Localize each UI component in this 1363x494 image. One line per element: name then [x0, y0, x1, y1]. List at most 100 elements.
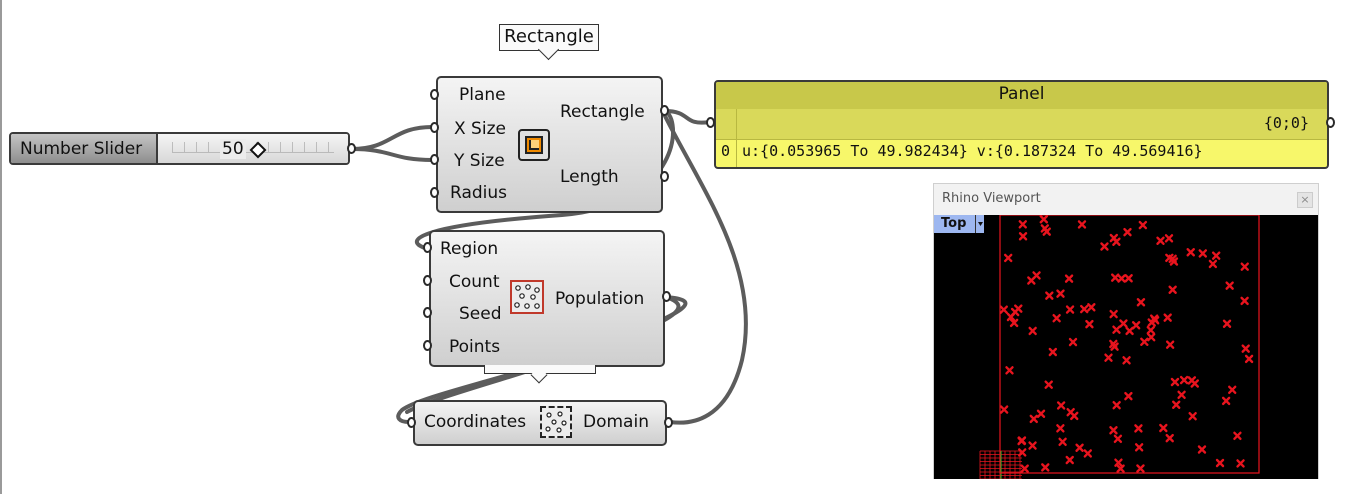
population-point	[1208, 259, 1218, 269]
wire-rect-panel	[663, 109, 712, 125]
slider-output-port[interactable]	[347, 143, 356, 154]
population-point	[1018, 220, 1027, 229]
panel-header[interactable]: Panel	[716, 82, 1327, 111]
rect-in-ysize-port[interactable]	[430, 154, 439, 165]
rect-in-radius-port[interactable]	[430, 187, 439, 198]
population-point	[1215, 458, 1225, 468]
rect-out-rectangle-port[interactable]	[660, 105, 669, 116]
population-point	[1177, 390, 1186, 400]
viewport-canvas[interactable]: Top	[934, 215, 1318, 479]
population-point	[1134, 424, 1143, 433]
panel-title: Panel	[998, 84, 1045, 104]
population-point	[999, 305, 1008, 314]
population-point	[1140, 337, 1149, 346]
population-point	[1048, 347, 1058, 357]
population-point	[1122, 356, 1131, 365]
number-slider[interactable]: Number Slider 50	[9, 132, 350, 165]
panel[interactable]: Panel {0;0} 0 u:{0.053965 To 49.982434} …	[714, 80, 1329, 169]
viewport-tab-top[interactable]: Top	[934, 215, 984, 233]
rectangle-icon	[518, 129, 550, 161]
population-point	[1186, 248, 1195, 257]
population-point	[1164, 234, 1174, 243]
dom-out-domain-port[interactable]	[664, 417, 673, 428]
domain-component[interactable]: Coordinates Domain	[413, 400, 667, 446]
population-point	[1087, 303, 1096, 312]
population-point	[1003, 253, 1013, 263]
population-point	[1056, 289, 1065, 298]
population-point	[1018, 232, 1028, 241]
rectangle-component[interactable]: Plane X Size Y Size Radius Rectangle Len…	[436, 76, 663, 213]
population-point	[1228, 385, 1237, 395]
population-point	[1100, 242, 1109, 251]
population-point	[1136, 464, 1145, 473]
rhino-viewport-window[interactable]: Rhino Viewport × Top	[933, 183, 1319, 479]
output-population: Population	[555, 289, 645, 309]
viewport-view-name: Top	[941, 216, 967, 231]
panel-index: 0	[721, 142, 731, 160]
population-point	[1109, 426, 1118, 435]
panel-input-port[interactable]	[706, 117, 715, 128]
populate-component[interactable]: Region Count Seed Points Population	[429, 230, 665, 367]
population-point	[1052, 313, 1061, 323]
viewport-dropdown-icon[interactable]	[975, 215, 985, 233]
pop-in-seed-port[interactable]	[423, 307, 432, 318]
pop-in-count-port[interactable]	[423, 275, 432, 286]
population-point	[1113, 434, 1123, 444]
population-point	[1163, 313, 1172, 322]
domain-icon	[540, 406, 572, 438]
pop-out-population-port[interactable]	[662, 291, 671, 302]
population-point	[1134, 443, 1144, 452]
tooltip-rectangle-label: Rectangle	[504, 26, 594, 47]
population-point	[1018, 448, 1027, 457]
population-point	[1028, 326, 1037, 336]
panel-content: u:{0.053965 To 49.982434} v:{0.187324 To…	[742, 142, 1203, 160]
viewport-close-icon[interactable]: ×	[1297, 192, 1313, 208]
population-point	[1045, 291, 1054, 300]
output-length: Length	[560, 167, 619, 187]
population-point	[1225, 281, 1234, 290]
population-point	[1221, 396, 1231, 406]
population-point	[1165, 433, 1174, 443]
population-point	[1117, 274, 1126, 283]
population-point	[1041, 463, 1050, 472]
panel-path: {0;0}	[1263, 114, 1309, 132]
panel-path-row: {0;0}	[716, 109, 1327, 140]
slider-track[interactable]: 50	[158, 134, 348, 163]
pop-in-region-port[interactable]	[423, 242, 432, 253]
population-point	[999, 405, 1009, 414]
population-point	[1077, 220, 1087, 229]
panel-output-port[interactable]	[1326, 117, 1335, 128]
population-point	[1168, 285, 1177, 294]
population-point	[1236, 459, 1245, 468]
slider-value: 50	[220, 139, 246, 159]
population-point	[1112, 400, 1121, 410]
population-point	[1080, 304, 1089, 314]
population-point	[1032, 271, 1041, 280]
population-point	[1110, 273, 1120, 282]
population-point	[1222, 319, 1232, 328]
viewport-geometry	[979, 215, 1260, 479]
input-count: Count	[449, 272, 500, 292]
input-x-size: X Size	[454, 119, 506, 139]
population-point	[1169, 257, 1179, 266]
population-point	[1066, 407, 1075, 417]
population-point	[1109, 309, 1118, 319]
wire-slider-ysize	[350, 147, 434, 162]
population-point	[1138, 220, 1148, 230]
rect-in-plane-port[interactable]	[430, 89, 439, 100]
population-point	[1125, 326, 1134, 336]
population-point	[1017, 436, 1026, 446]
pop-in-points-port[interactable]	[423, 340, 432, 351]
rect-in-xsize-port[interactable]	[430, 122, 439, 133]
population-point	[1006, 312, 1016, 322]
population-point	[1198, 249, 1207, 258]
input-region: Region	[440, 239, 499, 259]
population-point	[1197, 445, 1207, 454]
wire-slider-xsize	[350, 125, 434, 151]
dom-in-coordinates-port[interactable]	[407, 417, 416, 428]
rect-out-length-port[interactable]	[660, 171, 669, 182]
population-point	[1065, 305, 1075, 314]
slider-name-box[interactable]: Number Slider	[11, 134, 158, 163]
population-point	[1112, 325, 1121, 334]
